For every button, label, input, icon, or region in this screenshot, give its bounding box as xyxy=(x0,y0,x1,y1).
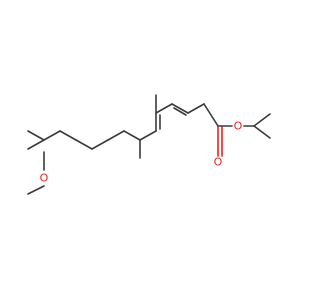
bond-c11-c12 xyxy=(187,103,205,114)
bond-c15-c17 xyxy=(253,125,271,139)
bond-c10-c11-double xyxy=(173,107,187,116)
bond-c7-c8 xyxy=(139,130,157,141)
bond-c6-c7 xyxy=(123,130,141,141)
bond-c2-c3 xyxy=(59,130,77,141)
molecule-structure-canvas: O O O xyxy=(27,94,271,195)
bond-c4-c5 xyxy=(91,139,109,150)
bond-c12-c13 xyxy=(203,103,219,127)
bond-methoxy-oxygen-methyl xyxy=(27,185,45,195)
bond-c5-c6 xyxy=(107,130,125,141)
bond-c3-c4 xyxy=(75,139,93,150)
skeletal-formula: O O O xyxy=(27,94,271,195)
bond-c10-c11 xyxy=(171,103,189,114)
bond-layer xyxy=(27,94,271,195)
bond-c1-c2 xyxy=(43,130,61,141)
carbonyl-oxygen-label: O xyxy=(214,156,223,169)
bond-c1-methyl-b xyxy=(27,139,45,150)
bond-c9-c10 xyxy=(155,103,173,114)
methoxy-oxygen-label: O xyxy=(40,172,49,185)
ester-oxygen-label: O xyxy=(234,120,243,133)
bond-c15-c16 xyxy=(253,113,271,127)
atom-label-layer: O O O xyxy=(40,120,243,185)
bond-c1-methyl-a xyxy=(27,130,45,141)
